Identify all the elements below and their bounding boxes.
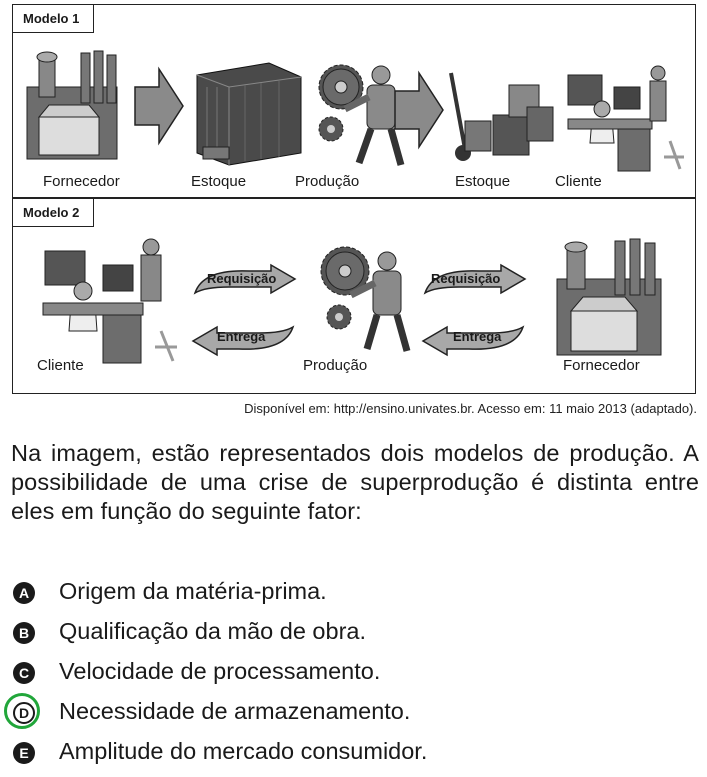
option-letter-badge: D	[13, 702, 35, 724]
factory-icon	[26, 50, 118, 160]
caption-client: Cliente	[555, 173, 602, 190]
container-icon	[196, 62, 302, 166]
arrow-label-delivery: Entrega	[453, 329, 502, 344]
option-letter-badge: C	[13, 662, 35, 684]
answer-option-c[interactable]: C Velocidade de processamento.	[0, 657, 707, 697]
caption-stock-2: Estoque	[455, 173, 511, 190]
client-desk-icon	[42, 238, 177, 364]
option-letter-badge: B	[13, 622, 35, 644]
caption-production: Produção	[295, 173, 360, 190]
model-1-panel: Modelo 1 Fornecedor Estoque	[12, 4, 696, 198]
caption-supplier: Fornecedor	[563, 357, 640, 374]
option-letter-badge: A	[13, 582, 35, 604]
arrow-label-delivery: Entrega	[217, 329, 266, 344]
question-text: Na imagem, estão representados dois mode…	[11, 440, 699, 524]
answer-option-d[interactable]: D Necessidade de armazenamento.	[0, 693, 707, 737]
production-worker-icon	[318, 64, 405, 166]
arrow-label-requisition: Requisição	[431, 271, 501, 286]
arrow-label-requisition: Requisição	[207, 271, 277, 286]
requisition-delivery-arrows	[421, 263, 527, 357]
model-1-tag: Modelo 1	[13, 5, 95, 33]
model-2-panel: Modelo 2 Cliente Requisição Entrega Prod…	[12, 198, 696, 394]
answer-option-b[interactable]: B Qualificação da mão de obra.	[0, 617, 707, 657]
selected-answer-ring	[4, 693, 40, 729]
flow-arrow-icon	[394, 70, 444, 150]
source-citation: Disponível em: http://ensino.univates.br…	[244, 401, 697, 416]
factory-icon	[556, 238, 662, 356]
answer-option-e[interactable]: E Amplitude do mercado consumidor.	[0, 737, 707, 777]
option-text: Velocidade de processamento.	[59, 658, 381, 684]
option-text: Qualificação da mão de obra.	[59, 618, 366, 644]
option-text: Necessidade de armazenamento.	[59, 698, 411, 724]
production-worker-icon	[320, 246, 411, 352]
answer-option-a[interactable]: A Origem da matéria-prima.	[0, 577, 707, 617]
option-letter-badge: E	[13, 742, 35, 764]
caption-stock-1: Estoque	[191, 173, 247, 190]
client-desk-icon	[567, 65, 684, 172]
caption-supplier: Fornecedor	[43, 173, 120, 190]
boxes-handtruck-icon	[449, 72, 554, 161]
requisition-delivery-arrows	[191, 263, 297, 357]
caption-production: Produção	[303, 357, 368, 374]
flow-arrow-icon	[134, 66, 184, 146]
model-2-tag: Modelo 2	[13, 199, 95, 227]
option-text: Amplitude do mercado consumidor.	[59, 738, 428, 764]
caption-client: Cliente	[37, 357, 84, 374]
option-text: Origem da matéria-prima.	[59, 578, 327, 604]
